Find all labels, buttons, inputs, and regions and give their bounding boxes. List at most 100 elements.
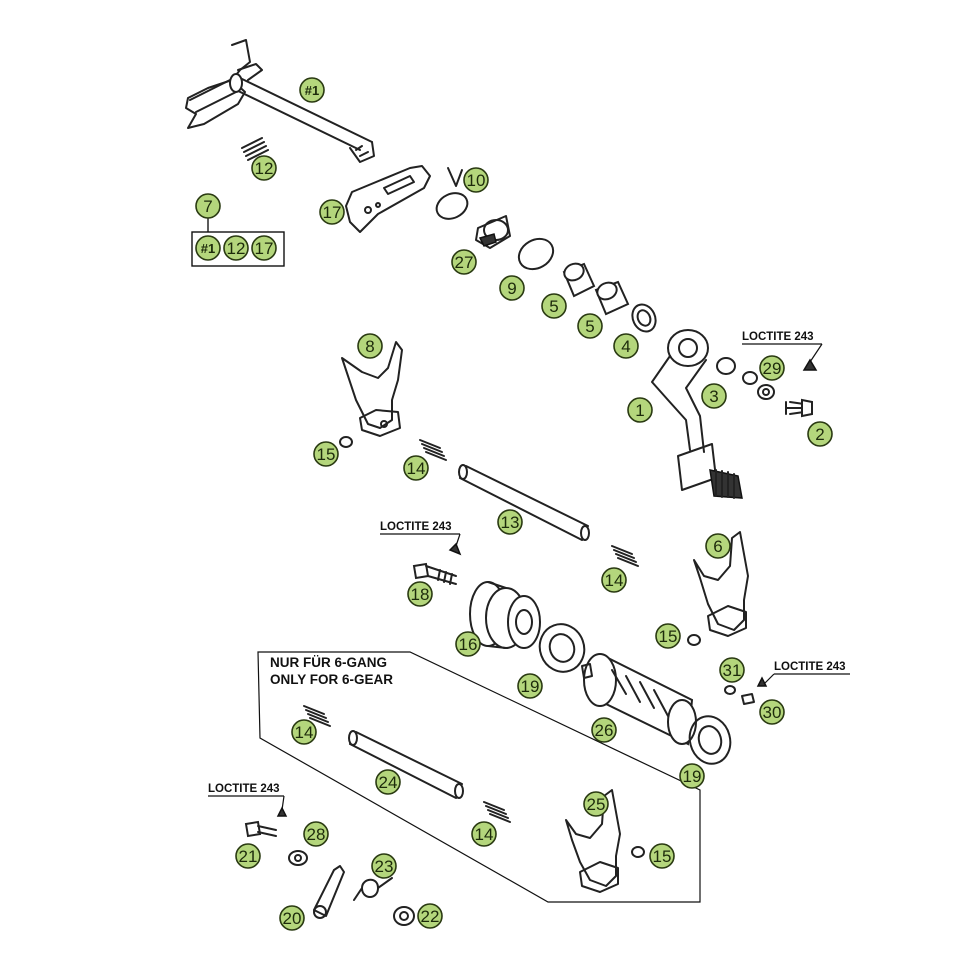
part-callout-26: 26 [591,717,617,743]
callout-circle [655,623,681,649]
part-callout-30: 30 [759,699,785,725]
loctite-label: LOCTITE 243 [774,661,846,673]
callout-circle [375,769,401,795]
part-callout-15: 15 [313,441,339,467]
callout-circle [223,235,249,261]
fork-shaft-13 [458,464,590,541]
callout-number: #1 [201,241,215,256]
part-callout-17: 17 [319,199,345,225]
callout-circle [251,155,277,181]
loctite-note-3: LOCTITE 243 [763,661,850,685]
loctite-label: LOCTITE 243 [380,521,452,533]
bolt-18 [412,542,462,585]
callout-circle [499,275,525,301]
part-callout-27: 27 [451,249,477,275]
note-line-en: ONLY FOR 6-GEAR [270,672,393,687]
callout-number: #1 [305,83,319,98]
seal-4 [631,303,657,333]
spring-12-top [241,137,269,161]
part-callout-22: 22 [417,903,443,929]
callout-number: 21 [239,847,258,866]
callout-circle [313,441,339,467]
loctite-note-2: LOCTITE 243 [380,521,461,547]
shift-fork-6 [693,531,749,637]
shift-plate-17 [345,165,431,233]
callout-circle [759,355,785,381]
callout-circle [601,567,627,593]
callout-number: 26 [595,721,614,740]
callout-circle [583,791,609,817]
part-callout-hash1: #1 [195,235,221,261]
callout-circle [471,821,497,847]
callout-number: 1 [635,401,644,420]
six-gear-frame [257,651,701,903]
bolt-21 [244,806,288,838]
callout-number: 9 [507,279,516,298]
loctite-label: LOCTITE 243 [208,783,280,795]
callout-number: 5 [585,317,594,336]
callout-circle [371,853,397,879]
callout-number: 10 [467,171,486,190]
callout-circle [613,333,639,359]
washer-28 [288,850,308,866]
part-callout-10: 10 [463,167,489,193]
part-callout-9: 9 [499,275,525,301]
part-callout-17: 17 [251,235,277,261]
spring-14a [419,439,447,461]
callout-circle [807,421,833,447]
callout-circle [235,843,261,869]
callout-number: 4 [621,337,630,356]
callout-number: 22 [421,907,440,926]
callout-circle [701,383,727,409]
callout-number: 17 [255,239,274,258]
guide-27 [475,215,511,249]
callout-number: 15 [659,627,678,646]
callout-circle [759,699,785,725]
part-callout-31: 31 [719,657,745,683]
part-callout-18: 18 [407,581,433,607]
callout-circle [407,581,433,607]
part-callout-23: 23 [371,853,397,879]
callout-circle [403,455,429,481]
loctite-note-4: LOCTITE 243 [208,783,285,811]
callout-number: 27 [455,253,474,272]
callout-number: 29 [763,359,782,378]
washer-19b [688,715,732,765]
callout-circle [705,533,731,559]
spring-14d [483,801,511,823]
spring-23 [353,877,393,901]
part-callout-20: 20 [279,905,305,931]
part-callout-12: 12 [223,235,249,261]
callout-circle [195,193,221,219]
part-callout-21: 21 [235,843,261,869]
bushings-5 [562,262,630,316]
shift-fork-8 [341,341,403,437]
callout-circle [455,631,481,657]
part-callout-15: 15 [655,623,681,649]
callout-circle [451,249,477,275]
part-callout-5: 5 [541,293,567,319]
loctite-note-1: LOCTITE 243 [742,331,823,363]
callout-number: 5 [549,297,558,316]
callout-number: 20 [283,909,302,928]
callout-number: 24 [379,773,398,792]
part-callout-24: 24 [375,769,401,795]
callout-circle [291,719,317,745]
callout-number: 14 [475,825,494,844]
part-callout-19: 19 [517,673,543,699]
bolt-2 [785,358,818,418]
roller-22 [393,906,415,926]
callout-circle [577,313,603,339]
part-callout-28: 28 [303,821,329,847]
callout-number: 2 [815,425,824,444]
callout-circle [541,293,567,319]
callout-number: 15 [317,445,336,464]
callout-number: 3 [709,387,718,406]
washers-3-29 [716,357,775,400]
callout-number: 6 [713,537,722,556]
callout-circle [497,509,523,535]
pin-15b [687,634,701,646]
callout-circle [679,763,705,789]
callout-circle [649,843,675,869]
part-callout-1: 1 [627,397,653,423]
